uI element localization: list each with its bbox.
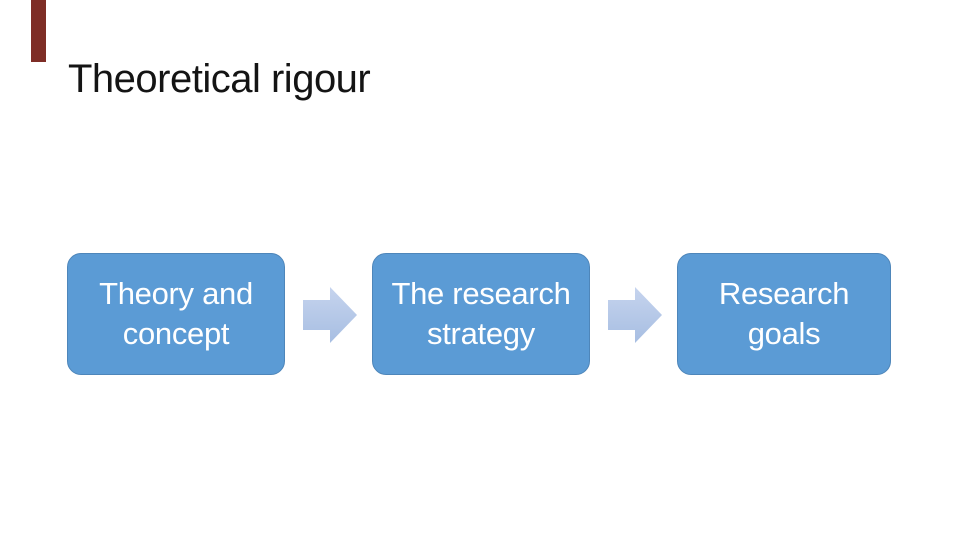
step-label: Research goals xyxy=(718,276,850,351)
process-step-theory-and-concept: Theory and concept xyxy=(67,253,285,375)
step-label: Theory and concept xyxy=(99,276,253,351)
step-label: The research strategy xyxy=(391,276,571,351)
right-arrow-icon xyxy=(608,287,662,343)
slide-title: Theoretical rigour xyxy=(68,57,371,101)
process-step-the-research-strategy: The research strategy xyxy=(372,253,590,375)
accent-bar xyxy=(31,0,46,62)
right-arrow-icon xyxy=(303,287,357,343)
process-step-research-goals: Research goals xyxy=(677,253,891,375)
